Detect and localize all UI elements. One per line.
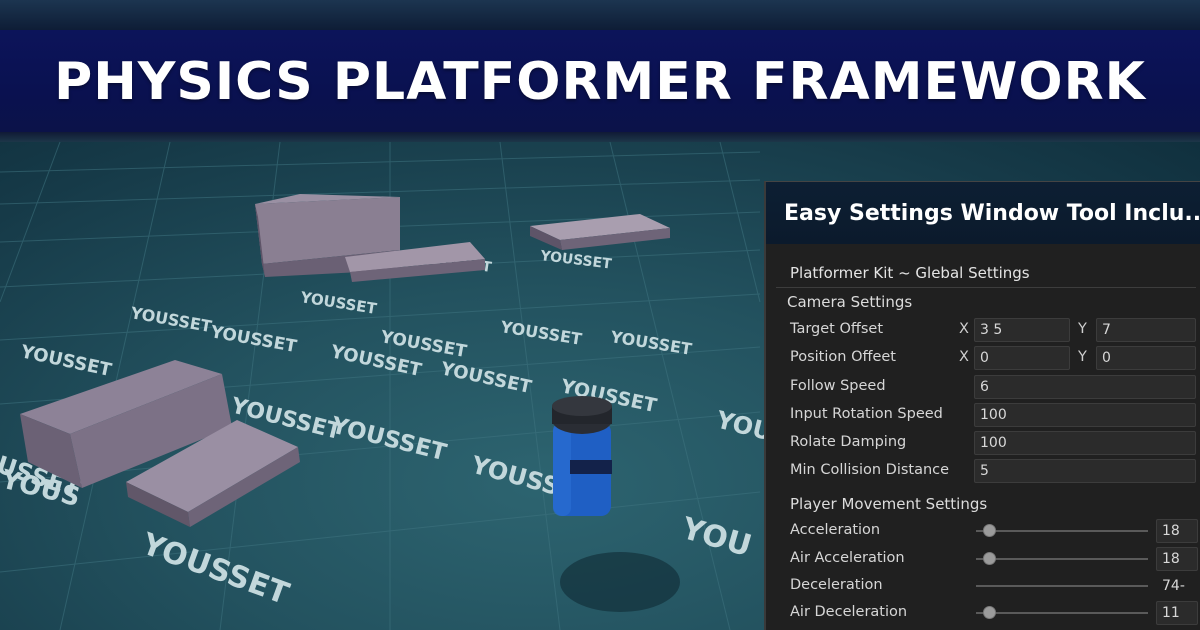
input-rotation-speed-row: Input Rotation Speed 100 <box>766 403 1200 427</box>
acceleration-slider-track[interactable] <box>976 530 1148 532</box>
rotate-damping-field[interactable]: 100 <box>974 431 1196 455</box>
divider <box>776 287 1196 288</box>
air-deceleration-label: Air Deceleration <box>790 604 908 620</box>
watermark-text: YOUSSET <box>438 358 534 398</box>
watermark-text: YOU <box>677 511 755 564</box>
acceleration-label: Acceleration <box>790 522 881 538</box>
target-offset-x-field[interactable]: 3 5 <box>974 318 1070 342</box>
watermark-text: YOUSSET <box>208 322 298 357</box>
y-axis-label: Y <box>1078 321 1087 337</box>
air-acceleration-row: Air Acceleration 18 <box>766 547 1200 571</box>
settings-window: Easy Settings Window Tool Inclu... Platf… <box>764 181 1200 630</box>
acceleration-value-field[interactable]: 18 <box>1156 519 1198 543</box>
deceleration-value-field[interactable]: 74- <box>1162 578 1185 594</box>
min-collision-distance-row: Min Collision Distance 5 <box>766 459 1200 483</box>
platform-block <box>530 214 670 250</box>
air-deceleration-row: Air Deceleration 11 <box>766 601 1200 625</box>
target-offset-label: Target Offset <box>790 321 884 337</box>
follow-speed-field[interactable]: 6 <box>974 375 1196 399</box>
settings-window-header: Easy Settings Window Tool Inclu... <box>766 182 1200 244</box>
title-banner: PHYSICS PLATFORMER FRAMEWORK <box>0 30 1200 134</box>
player-shadow <box>560 552 680 612</box>
platform-step <box>126 420 300 527</box>
y-axis-label: Y <box>1078 349 1087 365</box>
platform-step <box>345 242 485 282</box>
position-offset-y-field[interactable]: 0 <box>1096 346 1196 370</box>
x-axis-label: X <box>959 321 969 337</box>
floor-grid <box>0 142 761 630</box>
rotate-damping-row: Rolate Damping 100 <box>766 431 1200 455</box>
watermark-text: YOUSSET <box>498 317 583 349</box>
air-acceleration-label: Air Acceleration <box>790 550 905 566</box>
player-movement-settings-header: Player Movement Settings <box>790 495 988 513</box>
player-character <box>552 396 612 516</box>
watermark-text: YOUSSET <box>298 288 378 318</box>
top-strip <box>0 0 1200 30</box>
watermark-text: YOUSSET <box>328 412 450 466</box>
watermark-text: YOUSSET <box>136 526 294 612</box>
camera-settings-header: Camera Settings <box>787 293 913 311</box>
air-deceleration-slider-track[interactable] <box>976 612 1148 614</box>
follow-speed-row: Follow Speed 6 <box>766 375 1200 399</box>
air-acceleration-value-field[interactable]: 18 <box>1156 547 1198 571</box>
settings-window-title: Easy Settings Window Tool Inclu... <box>784 200 1200 226</box>
banner-edge <box>0 132 1200 144</box>
input-rotation-speed-field[interactable]: 100 <box>974 403 1196 427</box>
min-collision-distance-label: Min Collision Distance <box>790 462 950 478</box>
acceleration-row: Acceleration 18 <box>766 519 1200 543</box>
air-acceleration-slider-handle[interactable] <box>983 552 997 565</box>
air-deceleration-slider-handle[interactable] <box>983 606 997 619</box>
kit-title: Platformer Kit ~ Glebal Settings <box>790 264 1030 282</box>
air-deceleration-value-field[interactable]: 11 <box>1156 601 1198 625</box>
deceleration-label: Deceleration <box>790 577 883 593</box>
acceleration-slider-handle[interactable] <box>983 524 997 537</box>
watermark-text: YOUSSET <box>18 341 114 381</box>
rotate-damping-label: Rolate Damping <box>790 434 907 450</box>
deceleration-slider-track[interactable] <box>976 585 1148 587</box>
deceleration-row: Deceleration 74- <box>766 574 1200 598</box>
banner-title: PHYSICS PLATFORMER FRAMEWORK <box>54 52 1146 112</box>
watermark-text: YOUSSET <box>539 248 613 273</box>
input-rotation-speed-label: Input Rotation Speed <box>790 406 943 422</box>
settings-body: Platformer Kit ~ Glebal Settings Camera … <box>766 244 1200 630</box>
watermark-text: YOUSSET <box>608 327 693 359</box>
position-offset-x-field[interactable]: 0 <box>974 346 1070 370</box>
scene-drawing: YOUSSET YOUSSET YOUSSET YOUSSET YOUSSET … <box>0 142 775 630</box>
position-offset-label: Position Offeet <box>790 349 896 365</box>
x-axis-label: X <box>959 349 969 365</box>
target-offset-row: Target Offset X 3 5 Y 7 <box>766 318 1200 342</box>
target-offset-y-field[interactable]: 7 <box>1096 318 1196 342</box>
position-offset-row: Position Offeet X 0 Y 0 <box>766 346 1200 370</box>
platform-block <box>20 360 232 488</box>
follow-speed-label: Follow Speed <box>790 378 886 394</box>
air-acceleration-slider-track[interactable] <box>976 558 1148 560</box>
min-collision-distance-field[interactable]: 5 <box>974 459 1196 483</box>
